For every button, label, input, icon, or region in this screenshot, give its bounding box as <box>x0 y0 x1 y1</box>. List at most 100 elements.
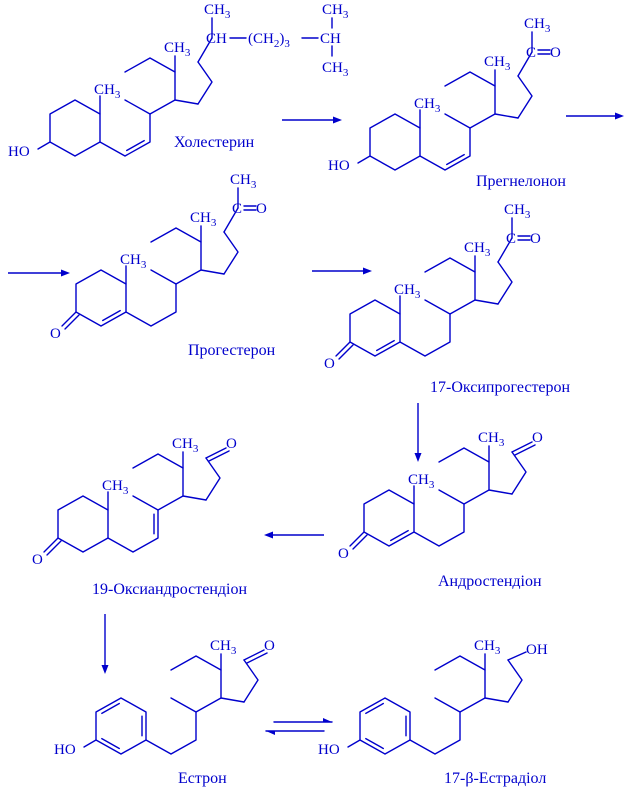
ring-b <box>419 113 471 171</box>
arrow-pregnenolone-out <box>566 112 624 120</box>
arrow-estrone-estradiol-equilibrium <box>265 718 333 735</box>
double-bond <box>376 339 395 352</box>
ring-c <box>132 453 184 511</box>
double-bond <box>46 540 62 556</box>
methyl-chain: CH3 <box>204 2 231 21</box>
ring-b <box>99 99 151 157</box>
oxygen-label: O <box>264 638 275 654</box>
carbonyl-carbon-label: C <box>526 45 536 61</box>
arrow-head <box>333 116 342 124</box>
arrow-androstenedione-to-hydroxyandrostenedione <box>264 531 324 539</box>
ring-a <box>75 269 127 327</box>
compound-name-hydroxyandrostenedione: 19-Оксиандростендіон <box>92 581 247 598</box>
double-bond <box>208 450 230 462</box>
methyl-c19: CH3 <box>94 82 121 101</box>
double-bond <box>511 441 533 453</box>
ring-c <box>170 655 222 713</box>
ring-c <box>424 257 476 315</box>
ring-d <box>223 231 239 275</box>
arrow-head <box>414 453 422 462</box>
double-bond <box>43 537 59 553</box>
double-bond <box>61 311 77 327</box>
double-bond <box>205 447 227 459</box>
arrow-head <box>264 531 273 539</box>
methyl-chain: CH3 <box>322 2 349 21</box>
methyl-acetyl: CH3 <box>504 202 531 221</box>
bond <box>507 651 527 661</box>
hydroxyl-label: HO <box>54 742 76 758</box>
ring-a <box>57 495 109 553</box>
bond <box>174 99 199 105</box>
double-bond <box>101 737 120 750</box>
methyl-c18: CH3 <box>210 638 237 657</box>
compound-name-androstenedione: Андростендіон <box>438 573 542 590</box>
bond <box>182 495 207 501</box>
chain-ch-label: CH <box>320 31 341 47</box>
methyl-c19: CH3 <box>408 472 435 491</box>
oxygen-label: O <box>226 436 237 452</box>
methyl-c19: CH3 <box>394 282 421 301</box>
bond <box>197 37 213 63</box>
methyl-c18: CH3 <box>172 436 199 455</box>
chain-ch2-label: (CH2)3 <box>248 31 290 50</box>
arrow-cholesterol-to-pregnenolone <box>282 116 342 124</box>
compound-name-pregnenolone: Прегнелонон <box>476 173 566 190</box>
bond <box>517 51 533 77</box>
compound-name-hydroxyprogesterone: 17-Оксипрогестерон <box>430 379 571 396</box>
double-bond <box>365 702 384 715</box>
methyl-c19: CH3 <box>120 252 147 271</box>
methyl-acetyl: CH3 <box>524 16 551 35</box>
methyl-c18: CH3 <box>190 210 217 229</box>
ring-d <box>243 659 259 703</box>
arrow-head <box>101 665 109 674</box>
compound-name-cholesterol: Холестерин <box>174 134 255 151</box>
ring-a <box>369 113 421 171</box>
double-bond <box>64 314 80 330</box>
ring-d <box>197 61 213 105</box>
double-bond <box>102 309 121 322</box>
chain-ch-label: CH <box>206 31 227 47</box>
double-bond <box>335 341 351 357</box>
double-bond <box>390 529 409 542</box>
compound-name-estradiol: 17-β-Естрадіол <box>444 770 546 787</box>
bond <box>474 299 499 305</box>
methyl-c19: CH3 <box>414 96 441 115</box>
oxygen-label: O <box>550 45 561 61</box>
hydroxyl-label: HO <box>328 158 350 174</box>
ring-b <box>409 697 461 755</box>
ring-b <box>125 269 177 327</box>
oxygen-label: O <box>256 201 267 217</box>
hydroxyl-label: HO <box>318 742 340 758</box>
arrow-head <box>615 112 624 120</box>
bond <box>200 269 225 275</box>
methyl-c18: CH3 <box>164 40 191 59</box>
ring-d <box>205 457 221 501</box>
carbonyl-carbon-label: C <box>232 201 242 217</box>
double-bond <box>338 344 354 360</box>
bond <box>357 155 371 164</box>
arrow-head <box>61 269 70 277</box>
ring-d <box>517 75 533 119</box>
ring-b <box>145 697 197 755</box>
oxygen-label: O <box>32 552 43 568</box>
ring-a <box>359 697 411 755</box>
oxygen-label: O <box>324 356 335 372</box>
methyl-c19: CH3 <box>102 478 129 497</box>
bond <box>484 697 509 703</box>
double-bond <box>446 153 465 166</box>
bond <box>223 207 239 233</box>
bond <box>37 141 51 150</box>
arrow-head <box>266 731 275 735</box>
ring-c <box>444 71 496 129</box>
oxygen-label: O <box>530 231 541 247</box>
double-bond <box>352 534 368 550</box>
double-bond <box>365 737 384 750</box>
methyl-c18: CH3 <box>478 430 505 449</box>
